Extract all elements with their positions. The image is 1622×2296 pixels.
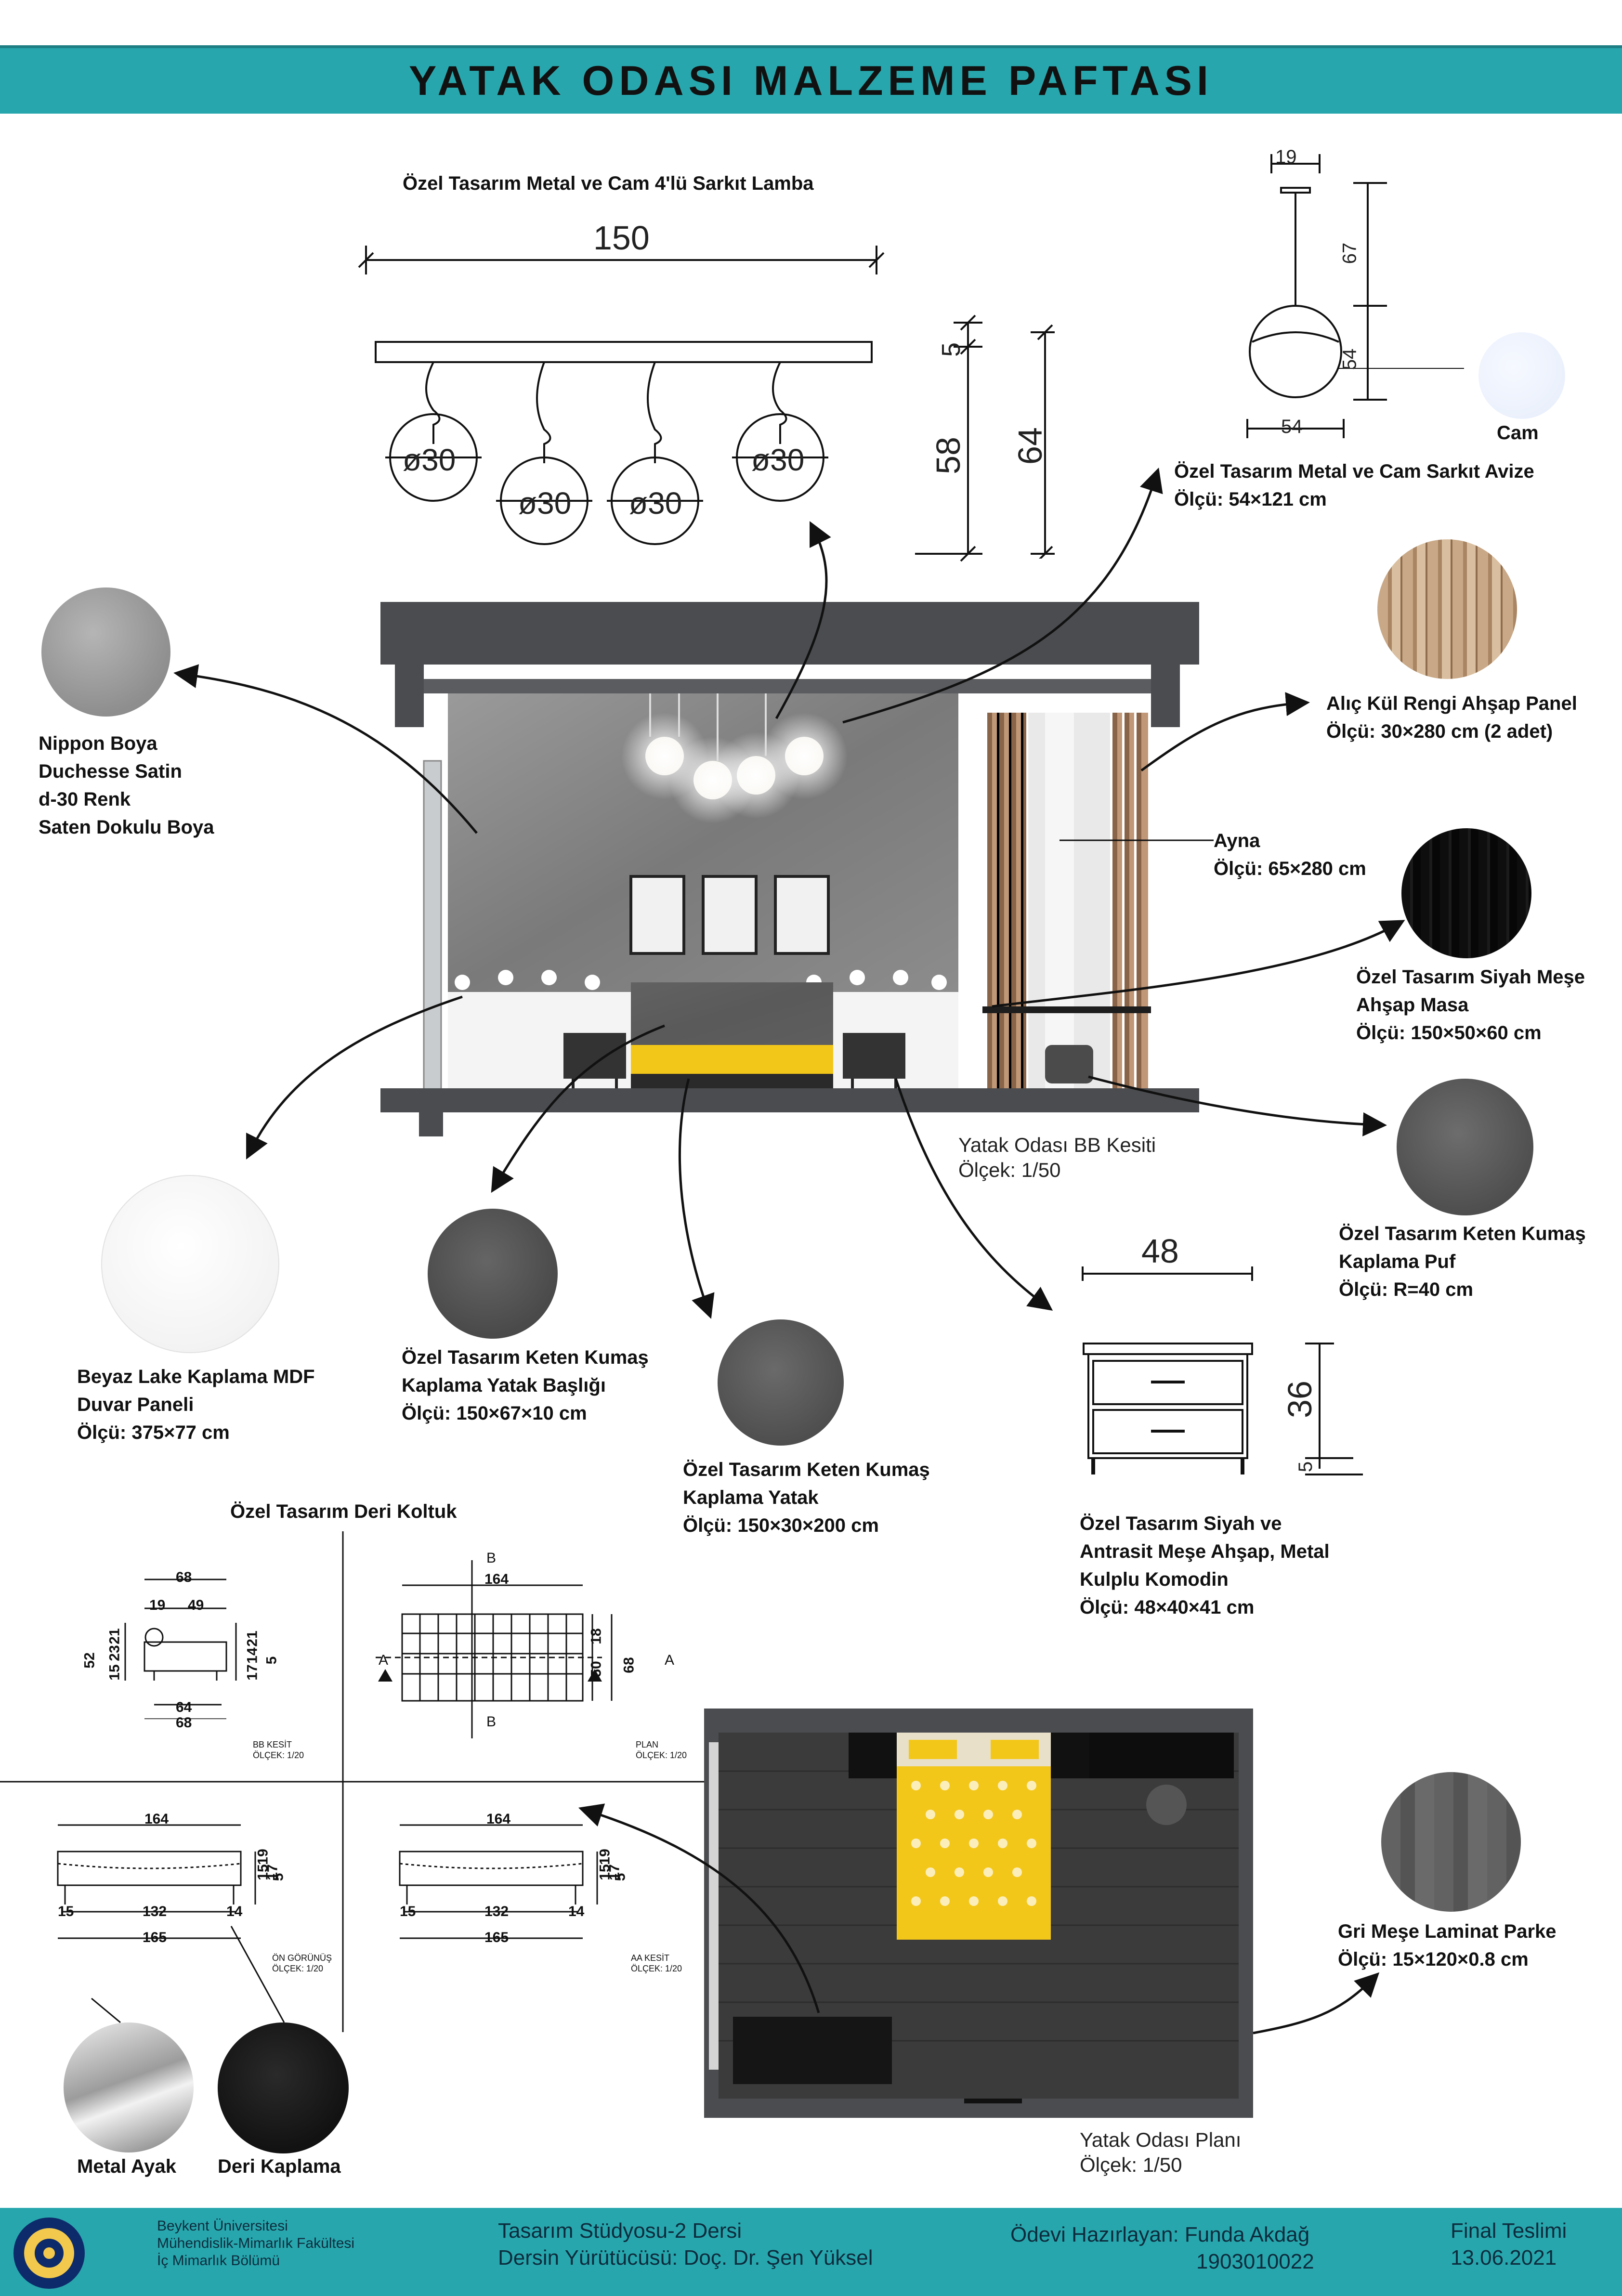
front-d132: 132 bbox=[143, 1904, 167, 1919]
bed-swatch bbox=[718, 1319, 844, 1446]
bb-d68b: 68 bbox=[176, 1715, 192, 1731]
plan-view-label: Yatak Odası Planı Ölçek: 1/50 bbox=[1080, 2128, 1242, 2176]
leather-label: Deri Kaplama bbox=[218, 2156, 341, 2177]
armchair-frame-lines bbox=[0, 1531, 713, 2032]
nightstand-dim-48: 48 bbox=[1141, 1232, 1179, 1270]
bed-label: Özel Tasarım Keten Kumaş Kaplama Yatak Ö… bbox=[683, 1459, 930, 1536]
armchair-plan bbox=[376, 1560, 613, 1738]
globe-dim-3: ø30 bbox=[629, 486, 682, 521]
metal-leg-label: Metal Ayak bbox=[77, 2156, 177, 2177]
front-d14: 14 bbox=[226, 1904, 243, 1919]
wall-panel-label: Beyaz Lake Kaplama MDF Duvar Paneli Ölçü… bbox=[77, 1366, 315, 1443]
title-banner: YATAK ODASI MALZEME PAFTASI bbox=[0, 45, 1622, 114]
university-logo bbox=[13, 2218, 85, 2289]
globe-dim-1: ø30 bbox=[403, 443, 456, 477]
footer-submission: Final Teslimi bbox=[1451, 2219, 1567, 2243]
footer-university: Beykent Üniversitesi Mühendislik-Mimarlı… bbox=[157, 2218, 355, 2269]
section-label: Yatak Odası BB Kesiti Ölçek: 1/50 bbox=[958, 1134, 1156, 1181]
armchair-title: Özel Tasarım Deri Koltuk bbox=[230, 1501, 457, 1522]
nightstand-drawing bbox=[1082, 1266, 1363, 1475]
pendant-lamp-title: Özel Tasarım Metal ve Cam 4'lü Sarkıt La… bbox=[403, 173, 814, 194]
paint-label: Nippon Boya Duchesse Satin d-30 Renk Sat… bbox=[39, 733, 214, 838]
bb-d49: 49 bbox=[188, 1597, 204, 1613]
armchair-front bbox=[57, 1824, 256, 1939]
plan-a-right: A bbox=[665, 1652, 675, 1668]
glass-label: Cam bbox=[1497, 422, 1539, 444]
aa-d165: 165 bbox=[484, 1930, 509, 1945]
bedroom-section-drawing bbox=[380, 602, 1199, 1136]
footer-student-no: 1903010022 bbox=[1196, 2250, 1314, 2273]
chandelier-label: Özel Tasarım Metal ve Cam Sarkıt Avize Ö… bbox=[1174, 461, 1534, 510]
pendant-lamp-dim-64 bbox=[1031, 324, 1055, 559]
wood-panel-swatch bbox=[1377, 539, 1517, 679]
plan-b-top: B bbox=[486, 1550, 497, 1566]
footer-bar: Beykent Üniversitesi Mühendislik-Mimarlı… bbox=[0, 2208, 1622, 2296]
mirror-leader bbox=[1060, 839, 1214, 841]
front-d164: 164 bbox=[144, 1811, 169, 1827]
chandelier-dim-19: 19 bbox=[1275, 146, 1297, 168]
aa-d15b: 15 bbox=[400, 1904, 416, 1919]
glass-swatch bbox=[1478, 332, 1565, 419]
headboard-label: Özel Tasarım Keten Kumaş Kaplama Yatak B… bbox=[402, 1347, 649, 1424]
armchair-bb-section bbox=[124, 1578, 237, 1719]
bb-d64: 64 bbox=[176, 1699, 192, 1715]
front-d15b: 15 bbox=[58, 1904, 74, 1919]
desk-swatch bbox=[1401, 828, 1531, 958]
aa-d14: 14 bbox=[568, 1904, 585, 1919]
bb-d68: 68 bbox=[176, 1569, 192, 1585]
paint-swatch bbox=[41, 587, 170, 717]
pendant-lamp-drawing bbox=[358, 246, 1040, 562]
plan-d164: 164 bbox=[484, 1571, 509, 1587]
chandelier-dim-54-w: 54 bbox=[1281, 416, 1303, 437]
floor-label: Gri Meşe Laminat Parke Ölçü: 15×120×0.8 … bbox=[1338, 1921, 1557, 1970]
mirror-label: Ayna Ölçü: 65×280 cm bbox=[1214, 830, 1366, 879]
armchair-aa-section bbox=[399, 1824, 598, 1939]
desk-label: Özel Tasarım Siyah Meşe Ahşap Masa Ölçü:… bbox=[1356, 966, 1585, 1044]
leather-swatch bbox=[218, 2022, 349, 2153]
nightstand-label: Özel Tasarım Siyah ve Antrasit Meşe Ahşa… bbox=[1080, 1513, 1330, 1618]
headboard-swatch bbox=[428, 1209, 558, 1339]
footer-date: 13.06.2021 bbox=[1451, 2246, 1557, 2270]
bedroom-plan-drawing bbox=[704, 1709, 1253, 2118]
floor-swatch bbox=[1381, 1772, 1521, 1912]
footer-instructor: Dersin Yürütücüsü: Doç. Dr. Şen Yüksel bbox=[498, 2246, 873, 2270]
wood-panel-label: Alıç Kül Rengi Ahşap Panel Ölçü: 30×280 … bbox=[1326, 693, 1577, 742]
lamp-width-dim: 150 bbox=[593, 219, 650, 257]
globe-dim-2: ø30 bbox=[518, 486, 572, 521]
front-d165: 165 bbox=[143, 1930, 167, 1945]
wall-panel-swatch bbox=[101, 1175, 279, 1353]
bb-d19: 19 bbox=[149, 1597, 166, 1613]
aa-d164: 164 bbox=[486, 1811, 511, 1827]
pouf-swatch bbox=[1397, 1079, 1533, 1215]
metal-leg-swatch bbox=[64, 2022, 194, 2152]
chandelier-drawing bbox=[1246, 154, 1464, 438]
page-title: YATAK ODASI MALZEME PAFTASI bbox=[409, 58, 1213, 104]
plan-b-bottom: B bbox=[486, 1714, 497, 1730]
footer-author: Ödevi Hazırlayan: Funda Akdağ bbox=[1010, 2223, 1310, 2246]
footer-course: Tasarım Stüdyosu-2 Dersi bbox=[498, 2219, 742, 2243]
pouf-label: Özel Tasarım Keten Kumaş Kaplama Puf Ölç… bbox=[1339, 1223, 1586, 1300]
plan-a-left: A bbox=[379, 1652, 389, 1668]
globe-dim-4: ø30 bbox=[751, 443, 805, 477]
aa-d132: 132 bbox=[484, 1904, 509, 1919]
